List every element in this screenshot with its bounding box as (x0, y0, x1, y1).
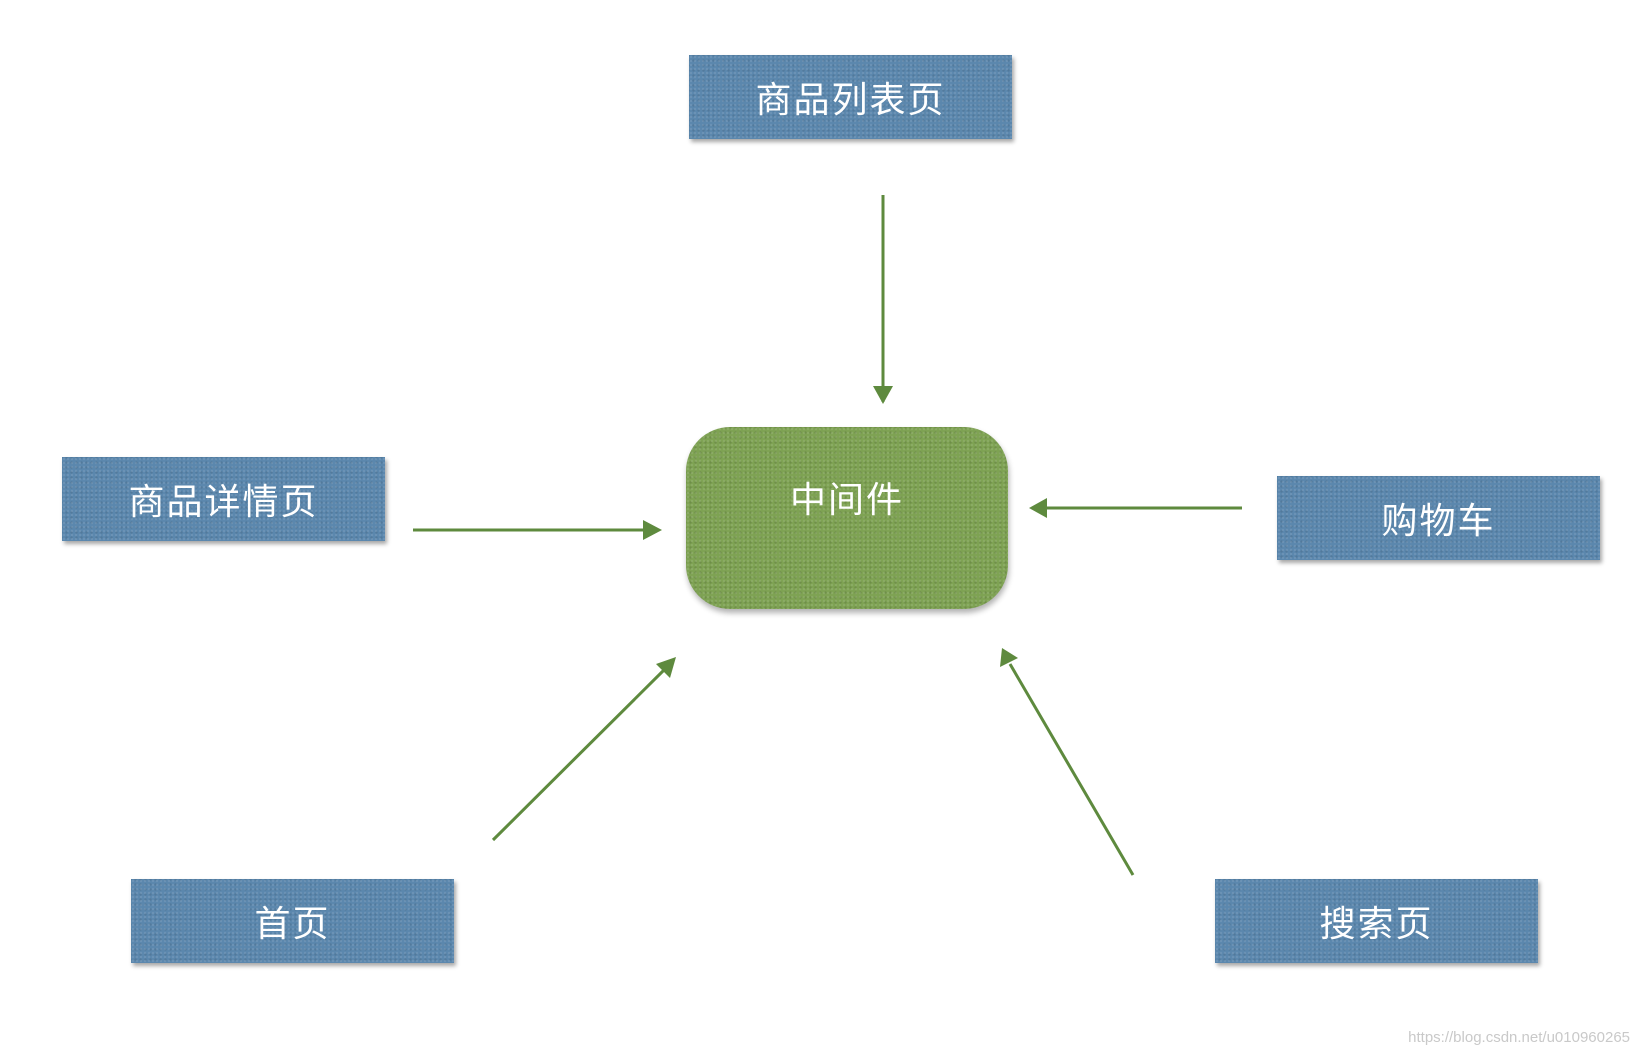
arrow-search-to-middleware-head (1000, 648, 1018, 667)
arrow-list-to-middleware-head (873, 386, 893, 404)
node-label: 中间件 (789, 480, 904, 521)
node-home-page: 首页 (131, 879, 454, 963)
node-middleware: 中间件 (686, 427, 1008, 609)
node-product-list-page: 商品列表页 (689, 55, 1012, 139)
arrow-detail-to-middleware-head (643, 520, 662, 540)
watermark: https://blog.csdn.net/u010960265 (1408, 1029, 1630, 1046)
node-label: 搜索页 (1319, 904, 1434, 945)
node-product-detail-page: 商品详情页 (62, 457, 385, 541)
node-label: 商品详情页 (128, 482, 319, 523)
arrow-home-to-middleware (491, 666, 668, 842)
node-label: 商品列表页 (755, 80, 946, 121)
arrow-search-to-middleware (1008, 663, 1135, 876)
arrow-cart-to-middleware-head (1029, 498, 1047, 518)
node-label: 购物车 (1381, 501, 1496, 542)
node-shopping-cart: 购物车 (1277, 476, 1600, 560)
arrow-home-to-middleware-head (656, 657, 676, 678)
node-label: 首页 (254, 904, 331, 945)
node-search-page: 搜索页 (1215, 879, 1538, 963)
